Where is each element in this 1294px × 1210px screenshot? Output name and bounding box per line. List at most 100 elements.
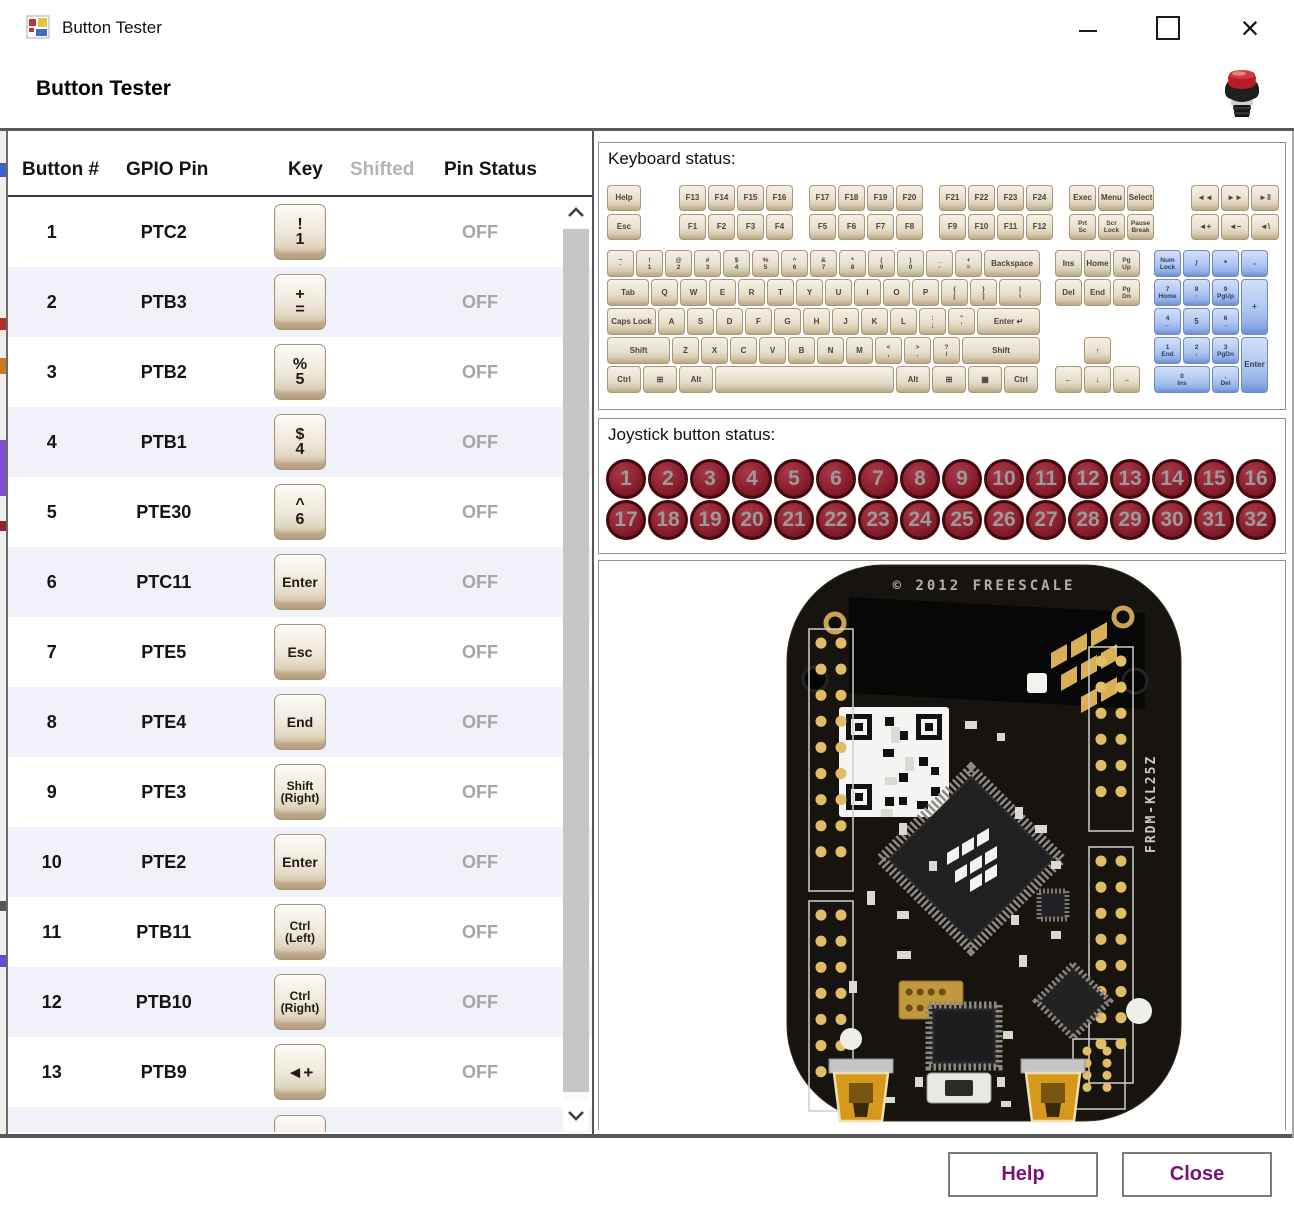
board-model: FRDM-KL25Z xyxy=(1144,755,1159,853)
kbd-key: Z xyxy=(672,337,699,364)
maximize-button[interactable] xyxy=(1146,6,1190,50)
kbd-key: 2↓ xyxy=(1183,337,1210,364)
kbd-key: ◄◄ xyxy=(1191,185,1219,211)
screw-holes xyxy=(823,605,1135,635)
kbd-key: F4 xyxy=(766,214,793,240)
scroll-thumb[interactable] xyxy=(563,229,589,1092)
table-header: Button # GPIO Pin Key Shifted Pin Status xyxy=(8,131,592,197)
kbd-key: F10 xyxy=(968,214,995,240)
kbd-key: ↓ xyxy=(1084,366,1111,393)
kbd-key: Shift xyxy=(607,337,670,364)
table-scrollbar[interactable] xyxy=(563,197,589,1134)
kbd-key: * xyxy=(1212,250,1239,277)
joystick-button-23: 23 xyxy=(858,500,898,540)
kbd-key: Exec xyxy=(1069,185,1096,211)
kbd-key: I xyxy=(854,279,881,306)
kbd-key: H xyxy=(803,308,830,335)
cell-button-num: 5 xyxy=(46,501,57,522)
joystick-button-10: 10 xyxy=(984,459,1024,499)
joystick-button-26: 26 xyxy=(984,500,1024,540)
kbd-key: X xyxy=(701,337,728,364)
keycap-image: Enter xyxy=(273,834,326,890)
pin-status-value: OFF xyxy=(462,221,499,242)
kbd-key: F11 xyxy=(997,214,1024,240)
kbd-key: F24 xyxy=(1026,185,1053,211)
cell-button-num: 7 xyxy=(46,641,57,662)
cell-gpio-pin: PTB10 xyxy=(135,991,192,1012)
keycap-image: !1 xyxy=(273,204,326,260)
kbd-key: F23 xyxy=(997,185,1024,211)
usb-connector-left xyxy=(827,1057,895,1123)
joystick-button-7: 7 xyxy=(858,459,898,499)
kbd-key: F5 xyxy=(809,214,836,240)
kbd-key: Ins xyxy=(1055,250,1082,277)
cell-button-num: 11 xyxy=(42,921,62,942)
kbd-key: F19 xyxy=(867,185,894,211)
kbd-key: ↑ xyxy=(1084,337,1111,364)
kbd-key: F15 xyxy=(737,185,764,211)
kbd-key: @2 xyxy=(665,250,692,277)
pin-status-value: OFF xyxy=(462,1061,499,1082)
kbd-key: &7 xyxy=(810,250,837,277)
kbd-key: + xyxy=(1241,279,1268,335)
close-icon: × xyxy=(1240,10,1260,46)
scroll-down-button[interactable] xyxy=(563,1100,589,1130)
minimize-button[interactable] xyxy=(1066,6,1110,50)
chevron-up-icon xyxy=(568,206,584,217)
table-row-partial xyxy=(8,1107,592,1132)
kbd-key: Q xyxy=(651,279,678,306)
keycap-image: %5 xyxy=(273,344,326,400)
pin-status-value: OFF xyxy=(462,361,499,382)
joystick-button-31: 31 xyxy=(1194,500,1234,540)
col-header-button-num: Button # xyxy=(22,159,100,180)
pin-status-value: OFF xyxy=(462,571,499,592)
close-dialog-button[interactable]: Close xyxy=(1122,1152,1272,1197)
kbd-key: Enter ↵ xyxy=(977,308,1040,335)
kbd-key: ►‖ xyxy=(1251,185,1279,211)
kbd-key xyxy=(715,366,894,393)
help-button[interactable]: Help xyxy=(948,1152,1098,1197)
button-table: Button # GPIO Pin Key Shifted Pin Status… xyxy=(6,131,594,1134)
cell-gpio-pin: PTB9 xyxy=(140,1061,187,1082)
joystick-button-30: 30 xyxy=(1152,500,1192,540)
keycap-image: Esc xyxy=(273,624,326,680)
board-copyright: © 2012 FREESCALE xyxy=(893,578,1076,594)
window-title: Button Tester xyxy=(62,18,162,37)
pin-header-outlines xyxy=(808,628,1134,1112)
close-window-button[interactable]: × xyxy=(1228,6,1272,50)
col-header-key: Key xyxy=(288,159,323,180)
scroll-up-button[interactable] xyxy=(563,197,589,227)
cell-button-num: 9 xyxy=(46,781,57,802)
keycap-image: $4 xyxy=(273,414,326,470)
cell-gpio-pin: PTE2 xyxy=(141,851,187,872)
kbd-key: += xyxy=(955,250,982,277)
joystick-button-2: 2 xyxy=(648,459,688,499)
kbd-key: ← xyxy=(1055,366,1082,393)
kbd-key: ⊞ xyxy=(643,366,677,393)
mcu-chip xyxy=(873,761,1069,957)
kbd-key: :; xyxy=(919,308,946,335)
cell-button-num: 2 xyxy=(46,291,57,312)
kbd-key: ⊞ xyxy=(932,366,966,393)
kbd-key: F6 xyxy=(838,214,865,240)
cell-gpio-pin: PTB1 xyxy=(140,431,187,452)
joystick-button-1: 1 xyxy=(606,459,646,499)
kbd-key: F8 xyxy=(896,214,923,240)
kbd-key: F2 xyxy=(708,214,735,240)
cell-button-num: 10 xyxy=(41,851,62,872)
main-area: Button # GPIO Pin Key Shifted Pin Status… xyxy=(0,131,1294,1210)
kbd-key: / xyxy=(1183,250,1210,277)
kbd-key: Y xyxy=(796,279,823,306)
kbd-key: {[ xyxy=(941,279,968,306)
board-image-panel: © 2012 FREESCALE xyxy=(598,560,1286,1130)
